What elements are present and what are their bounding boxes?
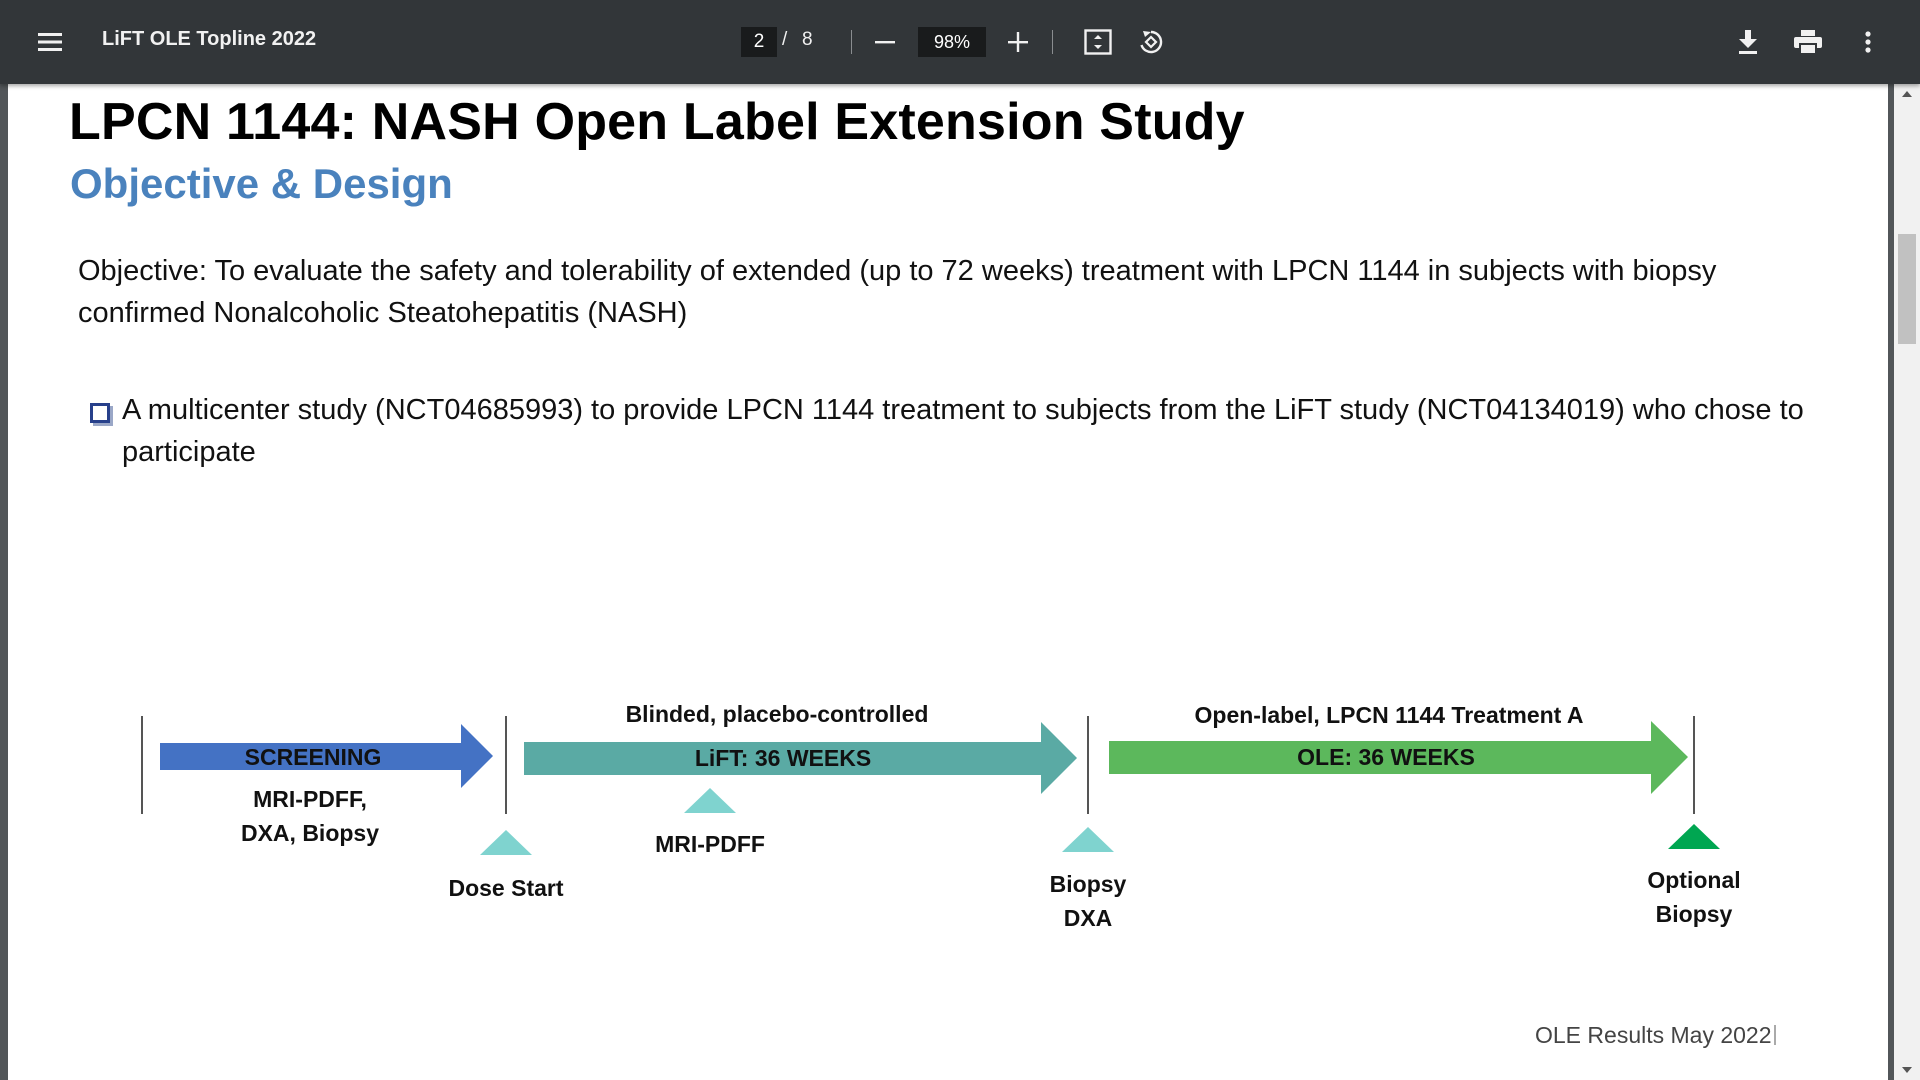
vertical-scrollbar[interactable] [1894,84,1920,1080]
optional-biopsy-marker [1668,824,1720,849]
page-number-input[interactable]: 2 [741,27,777,57]
lift-arrow [524,722,1077,794]
download-icon[interactable] [1728,22,1768,62]
mri-pdff-label: MRI-PDFF [655,831,765,857]
pdf-page: LPCN 1144: NASH Open Label Extension Stu… [8,84,1888,1080]
document-title: LiFT OLE Topline 2022 [102,28,317,50]
bullet-text: A multicenter study (NCT04685993) to pro… [122,394,1804,468]
menu-icon[interactable] [31,22,71,62]
zoom-out-icon[interactable] [865,22,905,62]
ole-phase-label: OLE: 36 WEEKS [1297,744,1475,770]
study-design-diagram: SCREENING LiFT: 36 WEEKS OLE: 36 WEEKS B… [141,701,1741,931]
toolbar-divider [1052,30,1053,54]
dose-start-label: Dose Start [448,875,563,901]
scroll-up-icon[interactable] [1894,84,1920,104]
rotate-icon[interactable] [1131,22,1171,62]
zoom-in-icon[interactable] [998,22,1038,62]
text-cursor [1773,1025,1776,1045]
scroll-down-icon[interactable] [1894,1060,1920,1080]
objective-text: Objective: To evaluate the safety and to… [78,255,1717,329]
ole-phase-header: Open-label, LPCN 1144 Treatment A [1195,702,1584,728]
lift-phase-header: Blinded, placebo-controlled [626,701,929,727]
fit-to-page-icon[interactable] [1078,22,1118,62]
toolbar-divider [851,30,852,54]
biopsy-dxa-marker [1062,827,1114,852]
slide-subtitle: Objective & Design [70,160,453,207]
zoom-level-input[interactable]: 98% [918,27,986,57]
checkbox-bullet-icon [90,403,110,423]
screening-detail: DXA, Biopsy [241,820,379,846]
slide-title: LPCN 1144: NASH Open Label Extension Stu… [69,93,1245,151]
dxa-label: DXA [1064,905,1113,931]
slide-footer: OLE Results May 2022 [1535,1022,1776,1049]
screening-label: SCREENING [245,744,382,770]
total-pages: 8 [802,29,813,50]
optional-label: Optional [1647,867,1740,893]
screening-arrow [160,724,493,788]
screening-detail: MRI-PDFF, [253,786,367,812]
scrollbar-thumb[interactable] [1898,234,1916,344]
pdf-toolbar: LiFT OLE Topline 2022 2 / 8 98% [0,0,1920,84]
page-separator: / [782,29,788,50]
ole-arrow [1109,721,1688,794]
mri-pdff-marker [684,788,736,813]
footer-text: OLE Results May 2022 [1535,1022,1772,1048]
dose-start-marker [480,830,532,855]
print-icon[interactable] [1788,22,1828,62]
lift-phase-label: LiFT: 36 WEEKS [695,745,871,771]
biopsy-label: Biopsy [1050,871,1127,897]
more-options-icon[interactable] [1848,22,1888,62]
optional-biopsy-label: Biopsy [1656,901,1733,927]
